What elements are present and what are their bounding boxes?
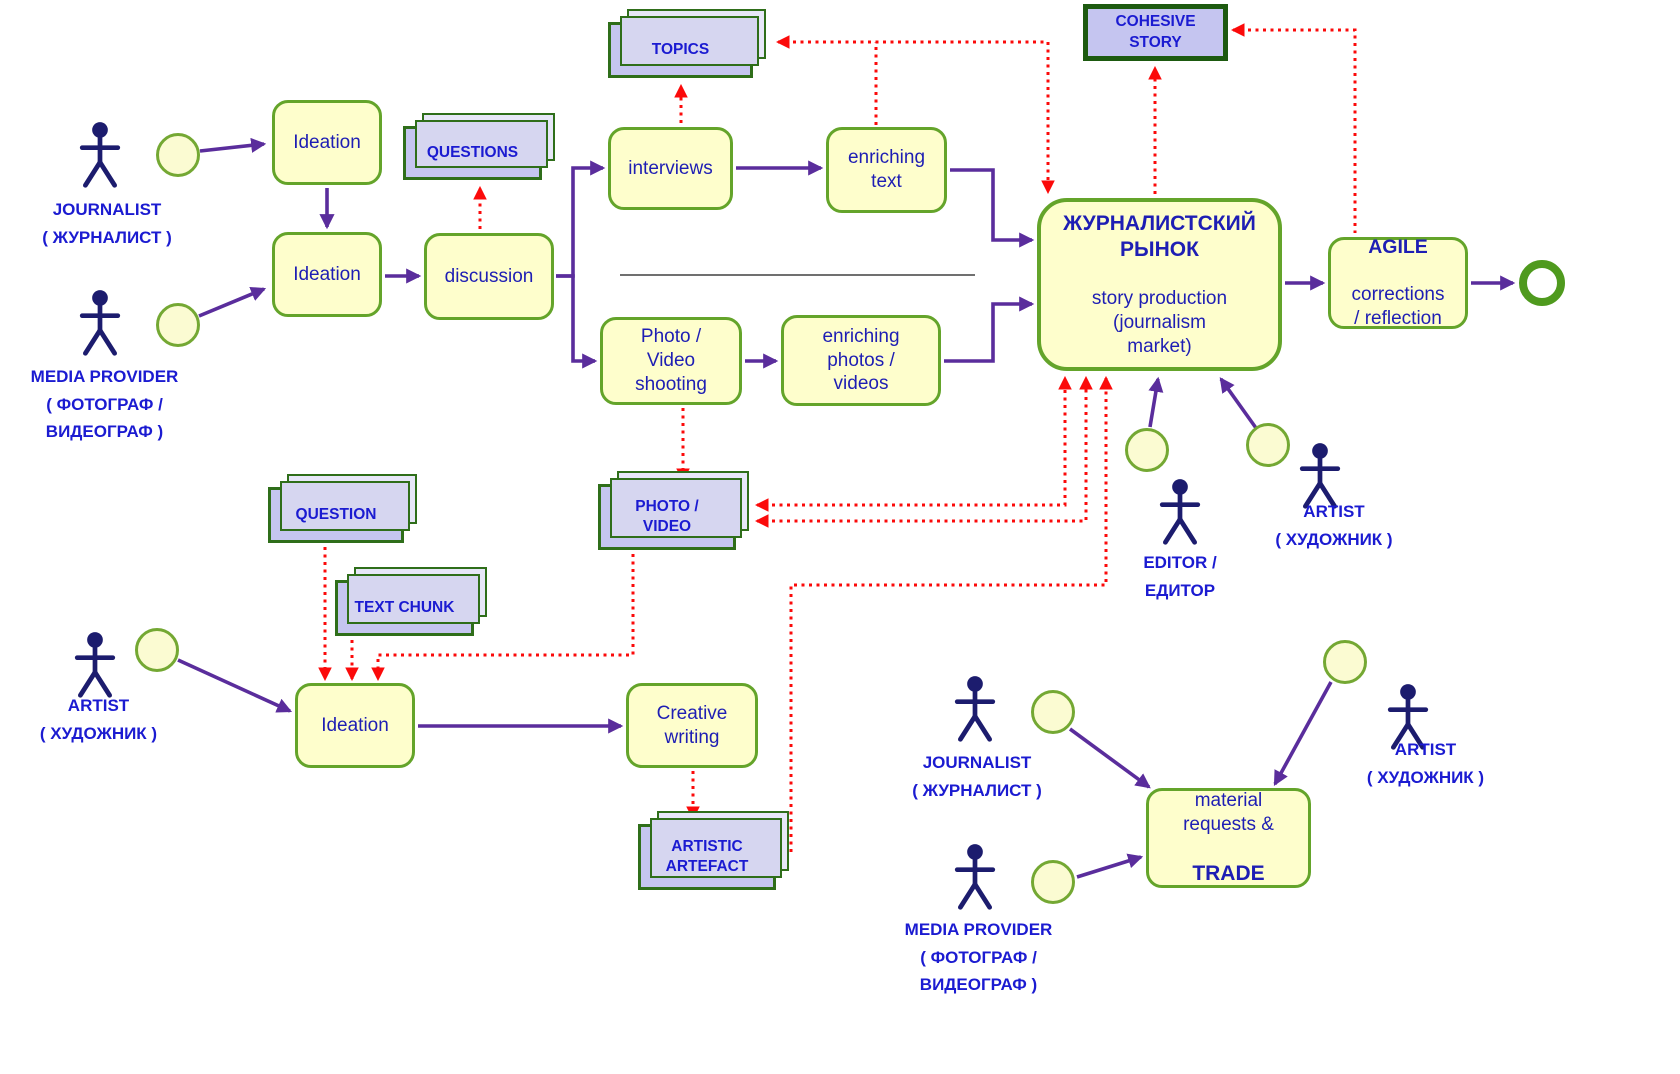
activity-label: Photo / Video shooting xyxy=(635,326,707,395)
artifact-questions: QUESTIONS xyxy=(403,113,555,180)
artifact-photo-video: PHOTO / VIDEO xyxy=(598,471,749,550)
activity-enriching-text: enriching text xyxy=(826,127,947,213)
arrow-media-start-to-ideation xyxy=(198,286,267,318)
arrow-journalist-start-to-ideation xyxy=(199,137,267,153)
activity-label: enriching text xyxy=(847,147,926,192)
actor-artist-right-icon xyxy=(1297,441,1343,511)
activity-label: discussion xyxy=(444,265,534,287)
activity-ideation-joint: Ideation xyxy=(272,232,382,317)
artifact-label: COHESIVE STORY xyxy=(1115,13,1196,51)
activity-ideation-artist: Ideation xyxy=(295,683,415,768)
start-node-journalist-bottom xyxy=(1031,690,1075,734)
artifact-label: QUESTION xyxy=(295,505,377,523)
actor-label-journalist-bottom: JOURNALIST ( ЖУРНАЛИСТ ) xyxy=(912,753,1042,800)
start-node-media-provider-left xyxy=(156,303,200,347)
arrow-enriching-text-to-market xyxy=(950,168,1035,248)
artifact-text-chunk: TEXT CHUNK xyxy=(335,567,487,636)
arrow-artist-start-to-ideation xyxy=(177,658,293,713)
artifact-cohesive-story: COHESIVE STORY xyxy=(1083,4,1228,61)
start-node-media-provider-bottom xyxy=(1031,860,1075,904)
activity-emphasis: TRADE xyxy=(1192,861,1265,885)
actor-media-provider-bottom-icon xyxy=(952,842,998,912)
flow-topics-market xyxy=(775,35,1055,195)
activity-label: Ideation xyxy=(293,263,361,285)
actor-label-media-provider-left: MEDIA PROVIDER ( ФОТОГРАФ / ВИДЕОГРАФ ) xyxy=(30,367,179,442)
arrow-media-start-to-trade xyxy=(1076,853,1144,879)
flow-agile-to-cohesive-story xyxy=(1230,23,1357,233)
activity-title: AGILE xyxy=(1368,236,1428,259)
activity-label: Ideation xyxy=(293,131,361,153)
arrow-discussion-to-interviews xyxy=(556,160,606,278)
actor-label-journalist-top: JOURNALIST ( ЖУРНАЛИСТ ) xyxy=(42,200,172,247)
activity-subtitle: corrections / reflection xyxy=(1351,284,1445,330)
activity-ideation-journalist: Ideation xyxy=(272,100,382,185)
activity-subtitle: story production (journalism market) xyxy=(1091,288,1228,357)
artifact-label: ARTISTIC ARTEFACT xyxy=(665,837,749,875)
activity-title: ЖУРНАЛИСТСКИЙ РЫНОК xyxy=(1063,211,1256,261)
activity-label: enriching photos / videos xyxy=(822,325,900,395)
start-node-artist-bottom-right xyxy=(1323,640,1367,684)
activity-agile-corrections: AGILE corrections / reflection xyxy=(1328,236,1468,330)
activity-label: material requests & xyxy=(1183,790,1274,835)
start-node-editor xyxy=(1125,428,1169,472)
flow-photo-video-to-ideation xyxy=(371,554,635,682)
activity-interviews: interviews xyxy=(608,127,733,210)
arrow-artist-start-to-market xyxy=(1219,377,1258,430)
activity-material-requests-trade: material requests & TRADE xyxy=(1146,788,1311,888)
arrow-editor-start-to-market xyxy=(1148,376,1164,428)
activity-enriching-photos: enriching photos / videos xyxy=(781,315,941,406)
actor-artist-bottom-right-icon xyxy=(1385,682,1431,752)
arrow-discussion-to-shooting xyxy=(556,274,598,369)
actor-label-artist-bottom-right: ARTIST ( ХУДОЖНИК ) xyxy=(1366,740,1485,787)
start-node-artist-right xyxy=(1246,423,1290,467)
activity-label: Ideation xyxy=(321,714,389,736)
actor-label-artist-left: ARTIST ( ХУДОЖНИК ) xyxy=(39,696,158,743)
activity-discussion: discussion xyxy=(424,233,554,320)
activity-photo-video-shooting: Photo / Video shooting xyxy=(600,317,742,405)
artifact-topics: TOPICS xyxy=(608,9,766,78)
arrow-journalist-start-to-trade xyxy=(1068,727,1151,789)
artifact-artistic-artefact: ARTISTIC ARTEFACT xyxy=(638,811,789,890)
actor-editor-icon xyxy=(1157,477,1203,547)
actor-label-editor: EDITOR / ЕДИТОР xyxy=(1143,553,1217,600)
activity-label: interviews xyxy=(628,157,713,179)
actor-journalist-bottom-icon xyxy=(952,674,998,744)
arrow-enriching-photos-to-market xyxy=(944,296,1035,363)
artifact-label: TEXT CHUNK xyxy=(354,598,455,616)
start-node-artist-left xyxy=(135,628,179,672)
actor-media-provider-left-icon xyxy=(77,288,123,358)
actor-label-media-provider-bottom: MEDIA PROVIDER ( ФОТОГРАФ / ВИДЕОГРАФ ) xyxy=(904,920,1053,995)
actor-journalist-top-icon xyxy=(77,120,123,190)
arrow-artist-start-to-trade xyxy=(1273,681,1333,786)
activity-journalism-market: ЖУРНАЛИСТСКИЙ РЫНОК story production (jo… xyxy=(1037,198,1282,371)
artifact-label: PHOTO / VIDEO xyxy=(635,497,699,535)
end-node xyxy=(1519,260,1565,306)
actor-label-artist-right: ARTIST ( ХУДОЖНИК ) xyxy=(1275,502,1393,549)
actor-artist-left-icon xyxy=(72,630,118,700)
flow-artefact-to-market xyxy=(789,375,1113,852)
start-node-journalist-top xyxy=(156,133,200,177)
artifact-label: QUESTIONS xyxy=(426,143,519,161)
artifact-label: TOPICS xyxy=(651,40,710,58)
activity-label: Creative writing xyxy=(656,702,728,748)
artifact-question: QUESTION xyxy=(268,474,417,543)
activity-creative-writing: Creative writing xyxy=(626,683,758,768)
